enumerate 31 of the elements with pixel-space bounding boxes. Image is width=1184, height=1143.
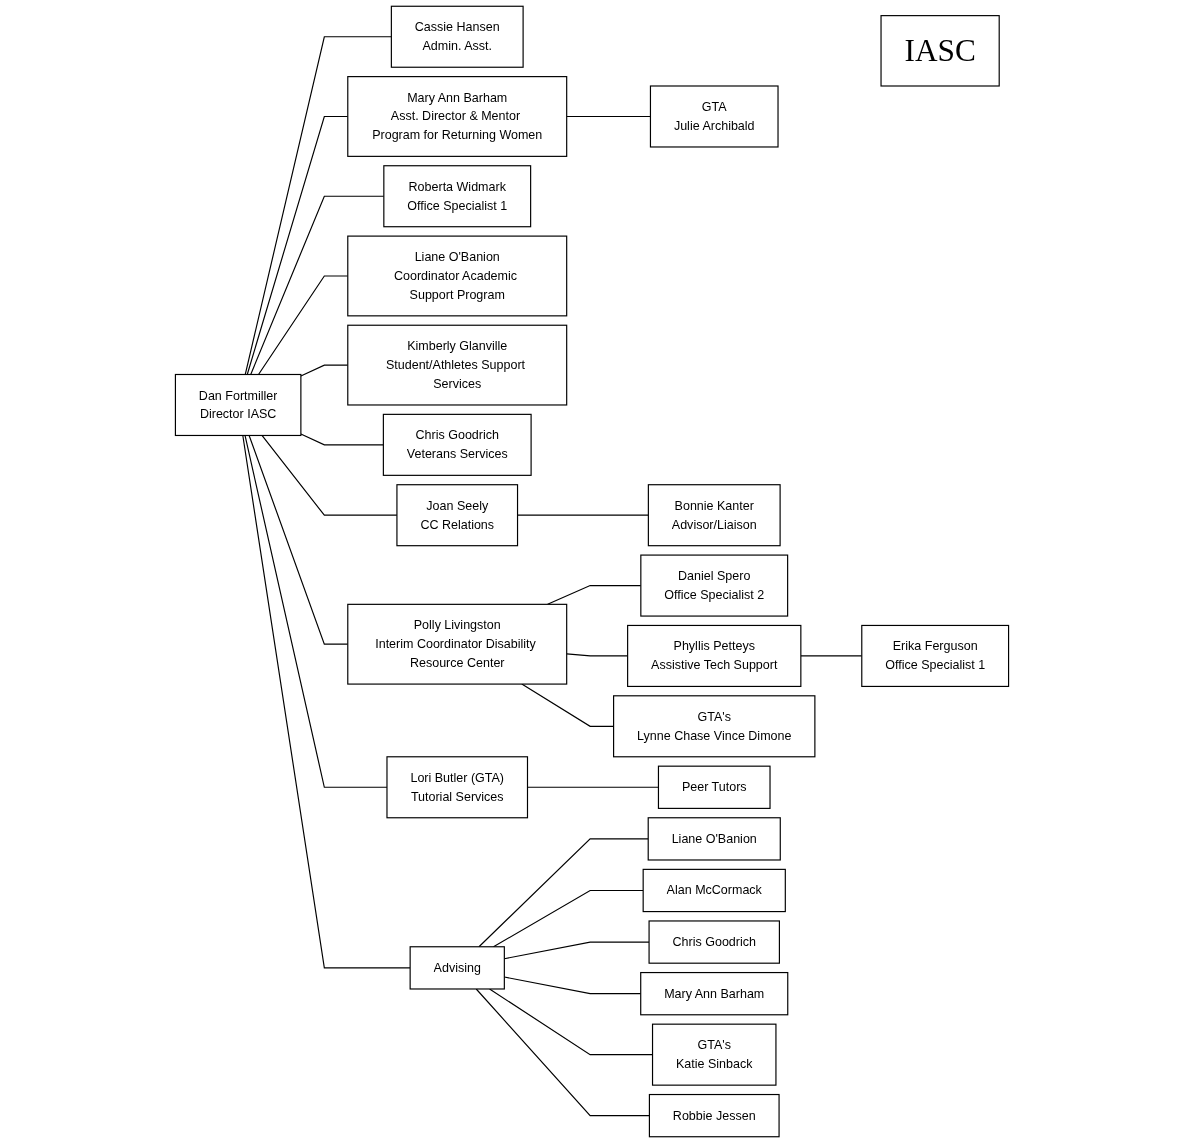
node-box: Daniel Spero Office Specialist 2 xyxy=(640,554,789,617)
connector xyxy=(242,434,411,969)
node-box: Dan Fortmiller Director IASC xyxy=(174,373,302,437)
node-box: GTA's Lynne Chase Vince Dimone xyxy=(613,695,816,758)
connector xyxy=(478,838,649,948)
node-box: Advising xyxy=(409,946,505,990)
node-box: Joan Seely CC Relations xyxy=(396,484,519,547)
node-box: Polly Livingston Interim Coordinator Disability Resource Center xyxy=(347,603,568,685)
node-box: Phyllis Petteys Assistive Tech Support xyxy=(627,624,802,687)
node-box: GTA Julie Archibald xyxy=(649,85,779,148)
node-box: GTA's Katie Sinback xyxy=(651,1023,777,1086)
node-box: Robbie Jessen xyxy=(648,1093,780,1138)
connector xyxy=(492,889,644,948)
node-box: Chris Goodrich Veterans Services xyxy=(382,413,532,476)
node-box: Kimberly Glanville Student/Athletes Support Services xyxy=(347,324,568,406)
node-box: Mary Ann Barham xyxy=(640,972,789,1016)
node-box: Liane O'Banion xyxy=(647,817,781,861)
node-box: Alan McCormack xyxy=(642,868,786,913)
node-box: Lori Butler (GTA) Tutorial Services xyxy=(386,756,529,819)
node-box: Cassie Hansen Admin. Asst. xyxy=(390,5,524,68)
node-box: Roberta Widmark Office Specialist 1 xyxy=(383,165,532,228)
connector xyxy=(475,988,650,1117)
node-box: IASC xyxy=(880,15,1000,87)
node-box: Chris Goodrich xyxy=(648,920,780,964)
node-box: Erika Ferguson Office Specialist 1 xyxy=(861,624,1010,687)
node-box: Peer Tutors xyxy=(657,765,771,809)
connector xyxy=(244,36,392,376)
node-box: Bonnie Kanter Advisor/Liaison xyxy=(647,484,781,547)
node-box: Liane O'Banion Coordinator Academic Support Program xyxy=(347,235,568,317)
connector xyxy=(300,433,384,446)
node-box: Mary Ann Barham Asst. Director & Mentor Program for Returning Women xyxy=(347,76,568,157)
